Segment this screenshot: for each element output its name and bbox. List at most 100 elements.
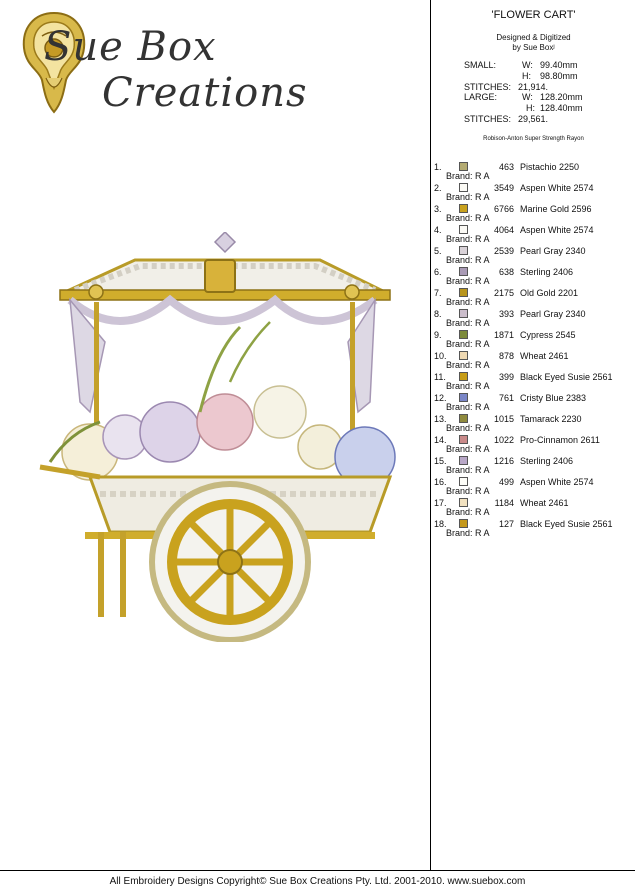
color-brand: Brand: R A — [446, 507, 490, 517]
color-number: 12. — [434, 393, 447, 403]
wheel-icon — [149, 481, 311, 643]
color-name: Old Gold 2201 — [520, 288, 579, 298]
color-swatch-icon — [459, 372, 468, 381]
color-code: 761 — [498, 393, 514, 403]
color-brand: Brand: R A — [446, 444, 490, 454]
color-swatch-icon — [459, 246, 468, 255]
color-name: Sterling 2406 — [520, 456, 574, 466]
color-code: 1871 — [493, 330, 514, 340]
copyright-footer: All Embroidery Designs Copyright© Sue Bo… — [109, 876, 526, 887]
color-code: 393 — [498, 309, 514, 319]
color-name: Wheat 2461 — [520, 498, 569, 508]
color-swatch-icon — [459, 162, 468, 171]
color-code: 2539 — [493, 246, 514, 256]
small-stitches-value: 21,914. — [518, 81, 549, 92]
color-number: 15. — [434, 456, 447, 466]
color-code: 463 — [498, 162, 514, 172]
color-name: Aspen White 2574 — [520, 225, 594, 235]
color-name: Black Eyed Susie 2561 — [520, 519, 613, 529]
color-code: 1216 — [493, 456, 514, 466]
small-h-value: 98.80mm — [540, 70, 578, 81]
small-label: SMALL: — [464, 60, 497, 70]
color-number: 4. — [434, 225, 442, 235]
logo-emblem-icon — [22, 11, 86, 114]
color-brand: Brand: R A — [446, 276, 490, 286]
color-brand: Brand: R A — [446, 255, 490, 265]
color-brand: Brand: R A — [446, 465, 490, 475]
color-brand: Brand: R A — [446, 528, 490, 538]
color-name: Aspen White 2574 — [520, 183, 594, 193]
color-name: Marine Gold 2596 — [520, 204, 592, 214]
color-code: 2175 — [493, 288, 514, 298]
color-name: Pearl Gray 2340 — [520, 246, 586, 256]
large-w-value: 128.20mm — [540, 92, 583, 103]
small-w-value: 99.40mm — [540, 60, 578, 70]
small-h-label: H: — [522, 70, 531, 81]
color-name: Tamarack 2230 — [520, 414, 582, 424]
column-divider — [430, 0, 431, 870]
color-swatch-icon — [459, 204, 468, 213]
color-name: Cypress 2545 — [520, 330, 576, 340]
flower-cart-design — [30, 230, 420, 643]
designed-line2: by Sue Boxʲ — [512, 43, 555, 52]
large-stitches-value: 29,561. — [518, 113, 549, 124]
color-swatch-icon — [459, 225, 468, 234]
color-swatch-icon — [459, 519, 468, 528]
color-code: 1022 — [493, 435, 514, 445]
color-brand: Brand: R A — [446, 360, 490, 370]
color-code: 878 — [498, 351, 514, 361]
flower-cart-illustration — [39, 230, 396, 643]
color-brand: Brand: R A — [446, 213, 490, 223]
color-number: 18. — [434, 519, 447, 529]
color-swatch-icon — [459, 498, 468, 507]
large-w-label: W: — [522, 92, 533, 103]
color-name: Pro-Cinnamon 2611 — [520, 435, 600, 445]
color-name: Black Eyed Susie 2561 — [520, 372, 613, 382]
color-code: 127 — [498, 519, 514, 529]
color-code: 638 — [498, 267, 514, 277]
color-number: 8. — [434, 309, 442, 319]
color-number: 9. — [434, 330, 442, 340]
color-brand: Brand: R A — [446, 171, 490, 181]
logo-line1: Sue Box — [44, 24, 217, 70]
large-h-label: H: — [526, 103, 535, 114]
color-number: 13. — [434, 414, 447, 424]
flower-bouquet — [48, 321, 396, 488]
designer-credit: Designed & Digitized by Sue Boxʲ — [432, 33, 635, 53]
color-code: 6766 — [493, 204, 514, 214]
color-code: 3549 — [493, 183, 514, 193]
logo: Sue Box Creations — [14, 8, 306, 118]
color-number: 16. — [434, 477, 447, 487]
color-name: Pearl Gray 2340 — [520, 309, 586, 319]
color-brand: Brand: R A — [446, 486, 490, 496]
small-w-label: W: — [522, 60, 533, 70]
large-h-value: 128.40mm — [540, 103, 583, 114]
color-swatch-icon — [459, 456, 468, 465]
color-number: 2. — [434, 183, 442, 193]
color-swatch-icon — [459, 330, 468, 339]
large-label: LARGE: — [464, 92, 498, 103]
color-swatch-icon — [459, 393, 468, 402]
color-swatch-icon — [459, 267, 468, 276]
small-stitches-label: STITCHES: — [464, 81, 512, 92]
color-brand: Brand: R A — [446, 402, 490, 412]
thread-brand-note: Robison-Anton Super Strength Rayon — [483, 136, 584, 142]
color-number: 6. — [434, 267, 442, 277]
color-brand: Brand: R A — [446, 234, 490, 244]
logo-line2: Creations — [102, 70, 308, 116]
color-number: 5. — [434, 246, 442, 256]
color-number: 3. — [434, 204, 442, 214]
color-name: Wheat 2461 — [520, 351, 569, 361]
color-number: 17. — [434, 498, 447, 508]
footer-rule — [0, 870, 635, 871]
color-swatch-icon — [459, 414, 468, 423]
large-stitches-label: STITCHES: — [464, 113, 512, 124]
design-title: 'FLOWER CART' — [491, 9, 576, 21]
color-swatch-icon — [459, 477, 468, 486]
color-number: 1. — [434, 162, 442, 172]
color-code: 1015 — [493, 414, 514, 424]
color-number: 14. — [434, 435, 447, 445]
color-name: Cristy Blue 2383 — [520, 393, 587, 403]
color-brand: Brand: R A — [446, 192, 490, 202]
color-swatch-icon — [459, 351, 468, 360]
